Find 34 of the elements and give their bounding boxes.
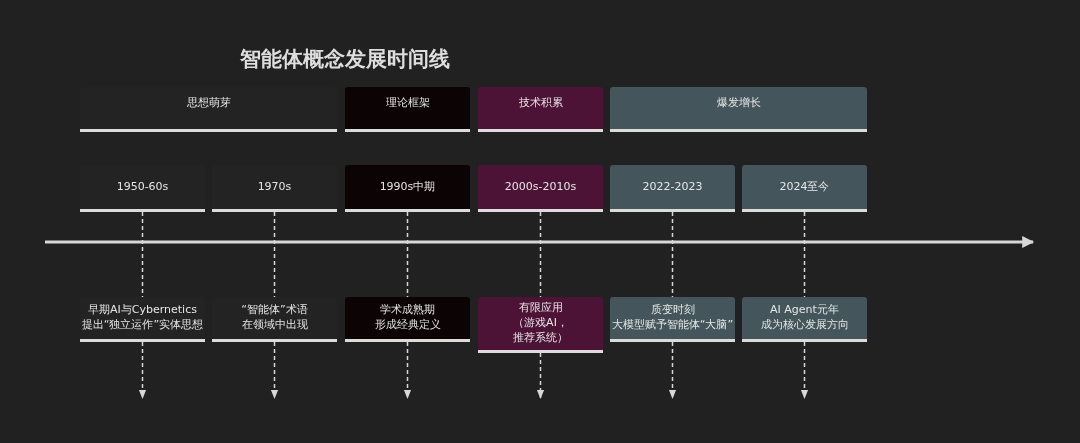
dashed-connector [270,341,279,399]
dashed-connector [800,341,809,399]
year-label: 2000s-2010s [504,179,577,195]
year-label: 1990s中期 [379,179,436,195]
event-box [345,297,470,342]
event-label: 质变时刻大模型赋予智能体“大脑” [611,303,734,333]
dashed-connector [403,341,412,399]
diagram-title: 智能体概念发展时间线 [240,46,450,73]
year-box [478,165,603,212]
dashed-connector [138,341,147,399]
phase-label: 思想萌芽 [186,96,231,111]
dashed-connector [536,352,545,399]
phase-band [478,87,603,132]
phase-label: 爆发增长 [716,96,761,111]
phase-label: 技术积累 [518,96,563,111]
phase-label: 理论框架 [385,96,430,111]
event-box [478,297,603,353]
year-box [345,165,470,212]
event-label: AI Agent元年成为核心发展方向 [760,303,849,333]
phase-band [345,87,470,132]
year-label: 1950-60s [116,179,169,195]
year-label: 2024至今 [779,179,830,195]
year-box [742,165,867,212]
year-box [610,165,735,212]
year-label: 1970s [257,179,292,195]
event-box [742,297,867,342]
event-box [610,297,735,342]
year-label: 2022-2023 [642,179,703,195]
dashed-connector [668,341,677,399]
event-label: 学术成熟期形成经典定义 [374,303,441,333]
event-label: 早期AI与Cybernetics提出“独立运作”实体思想 [81,303,204,333]
phase-band [610,87,867,132]
event-label: “智能体”术语在领域中出现 [241,303,308,333]
event-label: 有限应用（游戏AI，推荐系统） [513,301,568,346]
